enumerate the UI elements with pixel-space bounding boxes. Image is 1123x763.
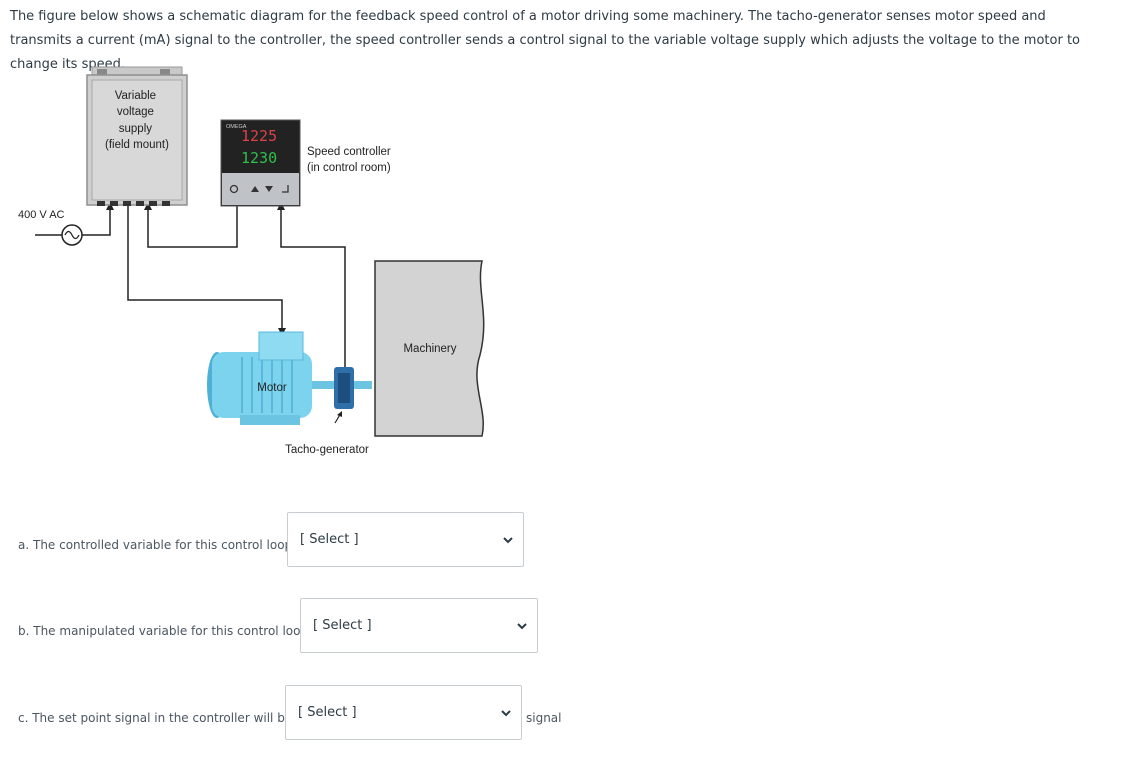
up-arrow-icon (251, 186, 259, 192)
controller-sp-display: 1230 (241, 149, 277, 167)
speed-controller: OMEGA 1225 1230 Speed controller (in con… (220, 119, 394, 207)
question-c-prompt: c. The set point signal in the controlle… (18, 711, 304, 725)
arrowheads (106, 202, 286, 336)
question-b-select[interactable]: [ Select ] (300, 598, 538, 653)
supply-label-line4: (field mount) (105, 139, 169, 151)
machinery-label: Machinery (403, 343, 456, 355)
question-b-prompt: b. The manipulated variable for this con… (18, 624, 322, 638)
supply-label-line2: voltage (117, 106, 154, 118)
motor-label: Motor (257, 382, 287, 394)
variable-voltage-supply: Variable voltage supply (field mount) (86, 66, 188, 206)
controller-label-line2: (in control room) (307, 162, 391, 174)
control-loop-diagram: 400 V AC Variable voltage supply (field … (18, 66, 485, 456)
down-arrow-icon (265, 186, 273, 192)
cycle-icon (229, 184, 239, 194)
machinery: Machinery (374, 260, 485, 437)
ac-source-icon (61, 224, 83, 246)
controller-brand: OMEGA (226, 124, 247, 130)
chevron-down-icon (501, 710, 511, 717)
controller-pv-display: 1225 (241, 127, 277, 145)
svg-text:Variable voltage s: Variable voltage supply (field mount) (105, 90, 169, 151)
question-c-selected: [ Select ] (298, 705, 357, 720)
wiring (35, 205, 346, 385)
ac-label: 400 V AC (18, 209, 65, 221)
supply-label-line1: Variable (115, 90, 156, 102)
question-a-select[interactable]: [ Select ] (287, 512, 524, 567)
enter-icon (282, 185, 289, 193)
tacho-generator: Tacho-generator (285, 367, 369, 456)
chevron-down-icon (503, 537, 513, 544)
svg-text:Speed controller (in con: Speed controller (in control room) (307, 146, 394, 174)
question-intro: The figure below shows a schematic diagr… (10, 9, 1080, 72)
question-b-selected: [ Select ] (313, 618, 372, 633)
chevron-down-icon (517, 623, 527, 630)
question-a-selected: [ Select ] (300, 532, 359, 547)
supply-label-line3: supply (119, 123, 152, 135)
question-c-select[interactable]: [ Select ] (285, 685, 522, 740)
question-c-suffix: signal (526, 711, 562, 725)
question-a-prompt: a. The controlled variable for this cont… (18, 538, 306, 552)
tacho-label: Tacho-generator (285, 444, 369, 456)
controller-label-line1: Speed controller (307, 146, 391, 158)
